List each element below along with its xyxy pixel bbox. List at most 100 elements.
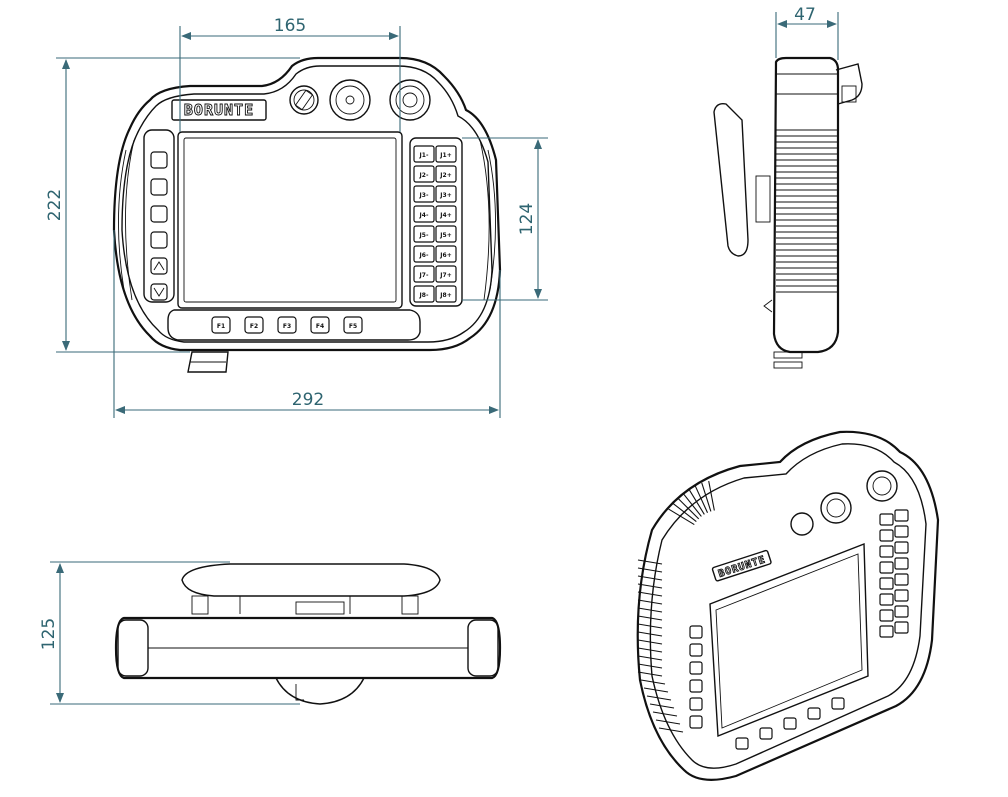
- iso-jog-key[interactable]: [894, 525, 909, 538]
- iso-fin: [646, 695, 672, 701]
- function-key-f5[interactable]: F5: [343, 316, 363, 334]
- iso-key-switch[interactable]: [790, 512, 814, 536]
- iso-fin: [637, 639, 663, 645]
- iso-jog-key[interactable]: [879, 561, 894, 574]
- jog-key-j6-minus[interactable]: J6-: [413, 245, 435, 263]
- jog-key-j1-plus[interactable]: J1+: [435, 145, 457, 163]
- iso-fin: [637, 655, 663, 661]
- iso-function-key[interactable]: [735, 737, 749, 750]
- top-stand-plate: [181, 563, 441, 597]
- dimension-label-124: 124: [517, 203, 537, 235]
- iso-function-key[interactable]: [783, 717, 797, 730]
- top-bottom-bulge: [275, 677, 365, 705]
- iso-jog-key[interactable]: [894, 589, 909, 602]
- iso-side-key[interactable]: [689, 679, 703, 693]
- jog-key-j5-minus[interactable]: J5-: [413, 225, 435, 243]
- jog-key-label: J1+: [439, 152, 451, 159]
- iso-jog-key[interactable]: [879, 545, 894, 558]
- jog-key-j5-plus[interactable]: J5+: [435, 225, 457, 243]
- jog-key-j4-plus[interactable]: J4+: [435, 205, 457, 223]
- top-left-grip: [117, 619, 149, 677]
- iso-fin: [637, 647, 663, 653]
- iso-jog-key[interactable]: [894, 605, 909, 618]
- jog-key-label: J2+: [439, 172, 451, 179]
- emergency-stop-button[interactable]: [329, 79, 371, 121]
- top-bracket-left: [191, 595, 209, 615]
- jog-key-j3-plus[interactable]: J3+: [435, 185, 457, 203]
- iso-jog-key[interactable]: [879, 625, 894, 638]
- iso-jog-key[interactable]: [879, 593, 894, 606]
- iso-jog-key[interactable]: [894, 541, 909, 554]
- function-key-label: F3: [283, 323, 291, 330]
- down-key[interactable]: [150, 283, 168, 301]
- jog-key-j8-plus[interactable]: J8+: [435, 285, 457, 303]
- right-grip-fins: [479, 139, 496, 301]
- iso-jog-key[interactable]: [879, 609, 894, 622]
- iso-side-key[interactable]: [689, 661, 703, 675]
- jog-key-j7-plus[interactable]: J7+: [435, 265, 457, 283]
- jog-key-j4-minus[interactable]: J4-: [413, 205, 435, 223]
- jog-key-label: J7+: [439, 272, 451, 279]
- jog-key-j2-minus[interactable]: J2-: [413, 165, 435, 183]
- function-key-f3[interactable]: F3: [277, 316, 297, 334]
- iso-function-key[interactable]: [831, 697, 845, 710]
- iso-function-key[interactable]: [807, 707, 821, 720]
- iso-jog-key[interactable]: [879, 513, 894, 526]
- jog-key-j6-plus[interactable]: J6+: [435, 245, 457, 263]
- iso-handwheel[interactable]: [866, 470, 898, 502]
- iso-jog-key[interactable]: [894, 621, 909, 634]
- iso-fin: [643, 687, 669, 693]
- screen: [183, 137, 397, 303]
- jog-key-panel: [409, 137, 463, 307]
- function-key-label: F4: [316, 323, 324, 330]
- iso-grip-fins: [637, 480, 715, 733]
- function-key-f1[interactable]: F1: [211, 316, 231, 334]
- function-key-bar: [167, 309, 421, 341]
- iso-side-key[interactable]: [689, 697, 703, 711]
- jog-key-j1-minus[interactable]: J1-: [413, 145, 435, 163]
- function-key-f2[interactable]: F2: [244, 316, 264, 334]
- jog-key-j7-minus[interactable]: J7-: [413, 265, 435, 283]
- top-view: [114, 563, 502, 705]
- jog-key-label: J5+: [439, 232, 451, 239]
- function-key-label: F2: [250, 323, 258, 330]
- mode-key-switch[interactable]: [289, 85, 319, 115]
- iso-emergency-stop[interactable]: [820, 492, 852, 524]
- iso-fin: [649, 703, 675, 709]
- iso-jog-key[interactable]: [894, 573, 909, 586]
- jog-key-j8-minus[interactable]: J8-: [413, 285, 435, 303]
- iso-jog-key[interactable]: [894, 557, 909, 570]
- screen-bezel: [177, 131, 403, 309]
- side-key-2[interactable]: [150, 178, 168, 196]
- iso-side-key[interactable]: [689, 625, 703, 639]
- function-key-f4[interactable]: F4: [310, 316, 330, 334]
- iso-fin: [677, 497, 700, 520]
- iso-fin: [682, 492, 702, 517]
- iso-function-key[interactable]: [759, 727, 773, 740]
- dimension-width: 292: [113, 230, 501, 418]
- iso-fin: [637, 591, 663, 597]
- iso-side-key[interactable]: [689, 643, 703, 657]
- iso-fin: [688, 488, 705, 515]
- iso-brand-plate: BORUNTE: [711, 549, 772, 582]
- side-foot-2: [773, 361, 803, 369]
- jog-key-j2-plus[interactable]: J2+: [435, 165, 457, 183]
- side-key-3[interactable]: [150, 205, 168, 223]
- dimension-label-222: 222: [45, 189, 65, 221]
- up-key[interactable]: [150, 257, 168, 275]
- jog-key-j3-minus[interactable]: J3-: [413, 185, 435, 203]
- side-stand: [713, 102, 749, 257]
- iso-jog-key[interactable]: [894, 509, 909, 522]
- iso-fin: [708, 480, 715, 511]
- side-key-4[interactable]: [150, 231, 168, 249]
- handwheel-knob[interactable]: [389, 79, 431, 121]
- iso-fin: [701, 482, 712, 512]
- iso-side-key[interactable]: [689, 715, 703, 729]
- side-grip-fins: [776, 129, 838, 287]
- iso-jog-key[interactable]: [879, 529, 894, 542]
- side-key-1[interactable]: [150, 151, 168, 169]
- iso-jog-key[interactable]: [879, 577, 894, 590]
- jog-key-label: J2-: [419, 172, 429, 179]
- iso-fin: [640, 679, 666, 685]
- jog-key-label: J3+: [439, 192, 451, 199]
